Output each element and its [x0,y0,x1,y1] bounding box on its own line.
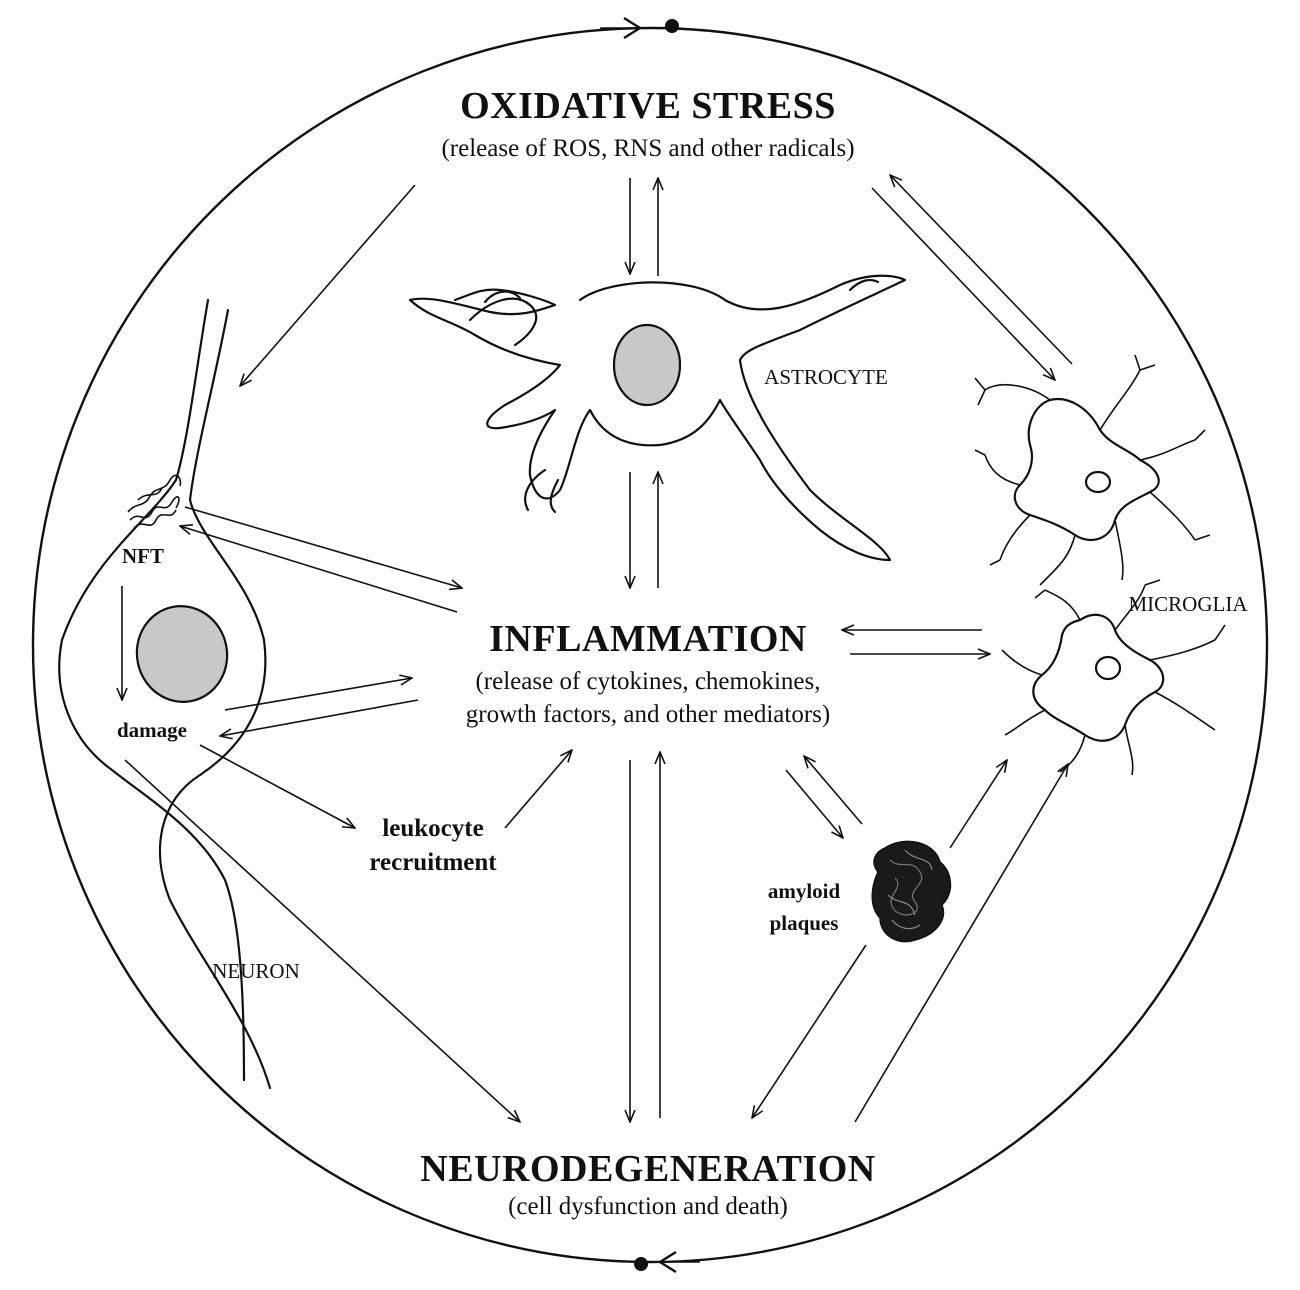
leukocyte-label-line2: recruitment [369,849,497,876]
arrow-leukocyte-to-inflammation [504,750,572,829]
arrow-microglia-to-ox [890,175,1073,365]
microglia-upper-drawing [974,354,1211,586]
inflammation-subtitle-line2: growth factors, and other mediators) [466,701,830,728]
damage-label: damage [117,718,187,742]
oxidative-stress-subtitle: (release of ROS, RNS and other radicals) [441,135,854,162]
arrow-neurodegeneration-to-microglia [854,764,1068,1123]
nft-label: NFT [122,544,164,568]
microglia-lower-drawing [1001,579,1226,776]
neurodegeneration-title: NEURODEGENERATION [420,1148,875,1190]
arrow-ox-to-microglia [871,187,1055,380]
inflammation-title: INFLAMMATION [489,618,807,660]
arrow-inflammation-to-damage [220,699,419,736]
cycle-dot-top [665,19,679,33]
leukocyte-label-line1: leukocyte [382,815,483,842]
neuron-label: NEURON [212,959,300,983]
amyloid-label-line1: amyloid [768,879,841,903]
arrow-nft-to-inflammation [184,506,462,588]
cycle-dot-bottom [634,1257,648,1271]
arrow-amyloid-to-inflammation [804,756,863,825]
cycle-circle [31,26,1269,1264]
astrocyte-label: ASTROCYTE [764,365,888,389]
neurodegeneration-subtitle: (cell dysfunction and death) [508,1193,788,1220]
neuron-drawing [58,298,272,1090]
arrows [122,175,1073,1123]
amyloid-plaque [871,840,952,943]
microglia-label: MICROGLIA [1129,592,1249,616]
oxidative-stress-title: OXIDATIVE STRESS [460,85,836,127]
arrow-amyloid-to-neurodegeneration [752,944,867,1118]
arrow-ox-to-neuron [240,184,416,386]
inflammation-subtitle-line1: (release of cytokines, chemokines, [475,668,820,695]
neuron-nucleus [135,605,229,703]
arrow-damage-to-neurodegeneration [124,759,520,1122]
arrow-inflammation-to-amyloid [785,769,843,838]
arrow-damage-to-inflammation [224,678,412,711]
astrocyte-nucleus [612,323,682,407]
arrow-damage-to-leukocyte [199,744,355,828]
astrocyte-drawing [408,274,907,562]
arrow-amyloid-to-microglia [949,760,1007,849]
arrow-inflammation-to-nft [180,526,458,613]
amyloid-label-line2: plaques [770,911,839,935]
